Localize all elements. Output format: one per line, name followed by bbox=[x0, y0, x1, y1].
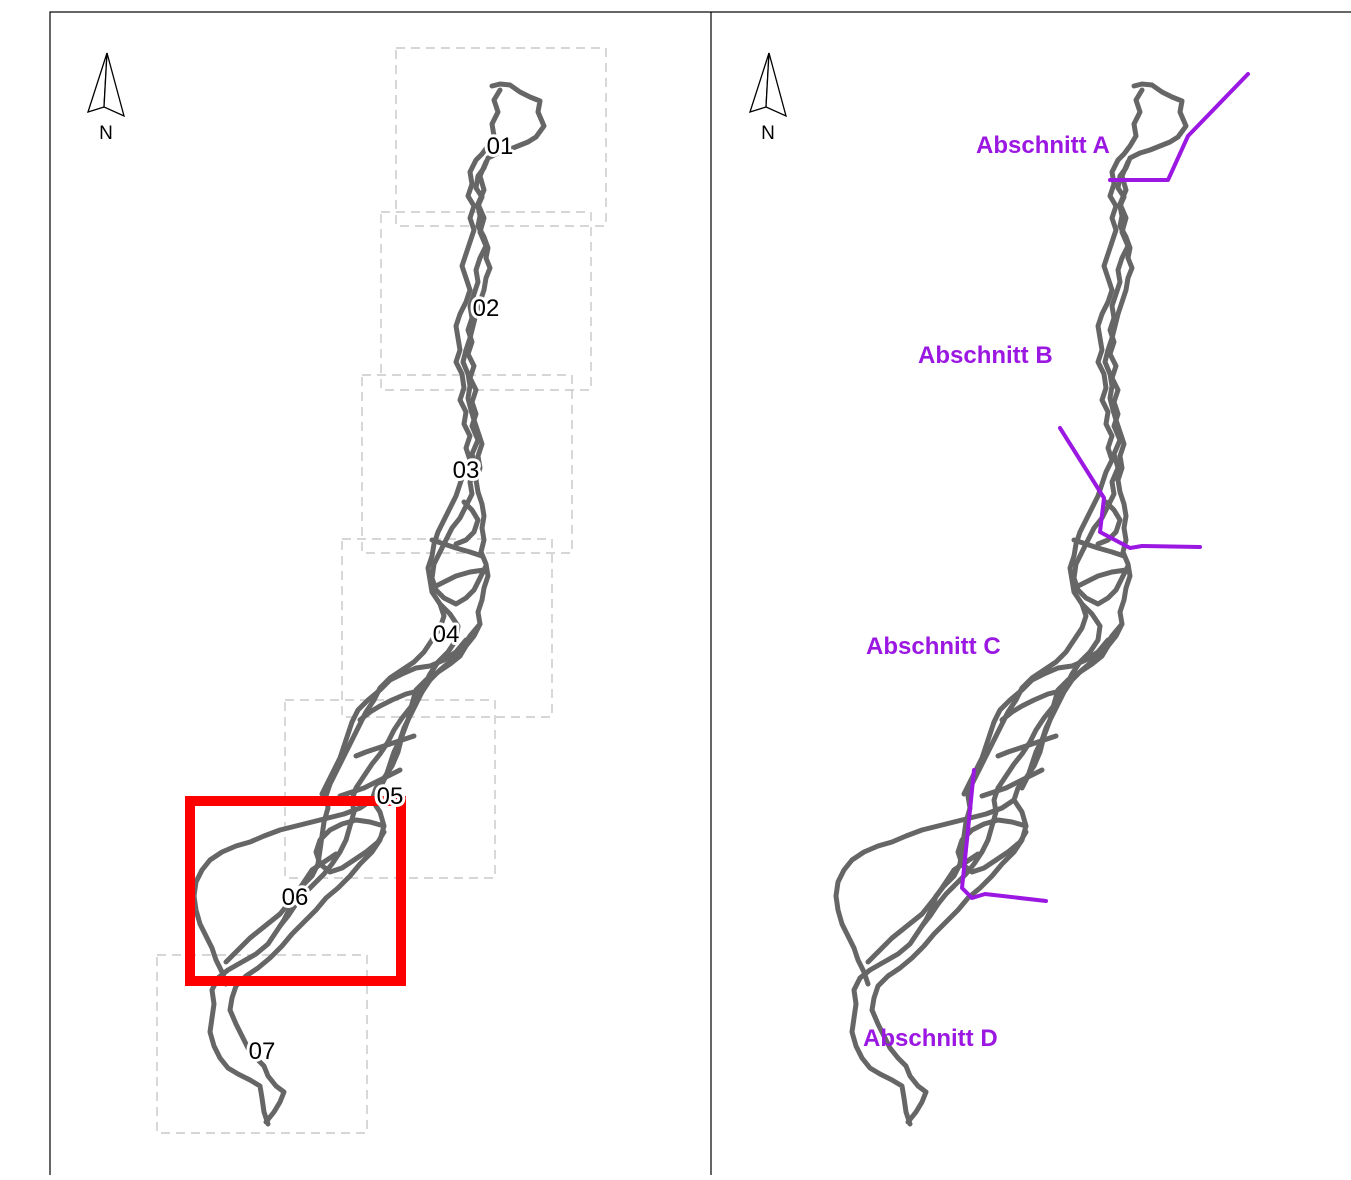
highlighted-tile-frame bbox=[185, 796, 406, 986]
tile-frame-07 bbox=[156, 954, 368, 1134]
tile-label-05: 05 bbox=[377, 783, 404, 810]
section-label-b: Abschnitt B bbox=[918, 342, 1053, 369]
section-boundaries bbox=[960, 72, 1250, 903]
right-map-panel: N Abschnitt A Abschnitt B Abschnitt C Ab… bbox=[748, 52, 1250, 1124]
boundary-b-c bbox=[1058, 426, 1202, 550]
tile-label-01: 01 bbox=[487, 133, 514, 160]
north-arrow-icon: N bbox=[748, 52, 787, 144]
boundary-c-d bbox=[960, 768, 1048, 903]
section-label-d: Abschnitt D bbox=[863, 1025, 998, 1052]
tile-frame-01 bbox=[395, 47, 607, 227]
north-arrow-label: N bbox=[99, 123, 113, 144]
north-arrow-icon: N bbox=[86, 52, 125, 144]
section-labels: Abschnitt A Abschnitt B Abschnitt C Absc… bbox=[863, 132, 1110, 1052]
tile-label-03: 03 bbox=[453, 457, 480, 484]
tile-label-02: 02 bbox=[473, 295, 500, 322]
tile-label-06: 06 bbox=[282, 884, 309, 911]
section-label-c: Abschnitt C bbox=[866, 633, 1001, 660]
section-label-a: Abschnitt A bbox=[976, 132, 1110, 159]
left-map-panel: N 01 02 03 04 05 06 07 bbox=[86, 47, 607, 1134]
tile-label-07: 07 bbox=[249, 1038, 276, 1065]
tile-label-04: 04 bbox=[433, 621, 460, 648]
north-arrow-label: N bbox=[761, 123, 775, 144]
map-frame bbox=[49, 11, 1351, 1180]
boundary-a-b bbox=[1108, 72, 1250, 182]
route-network bbox=[836, 84, 1186, 1124]
route-network bbox=[194, 84, 544, 1124]
tile-frame-02 bbox=[380, 211, 592, 391]
tile-labels: 01 02 03 04 05 06 07 bbox=[246, 130, 517, 1068]
